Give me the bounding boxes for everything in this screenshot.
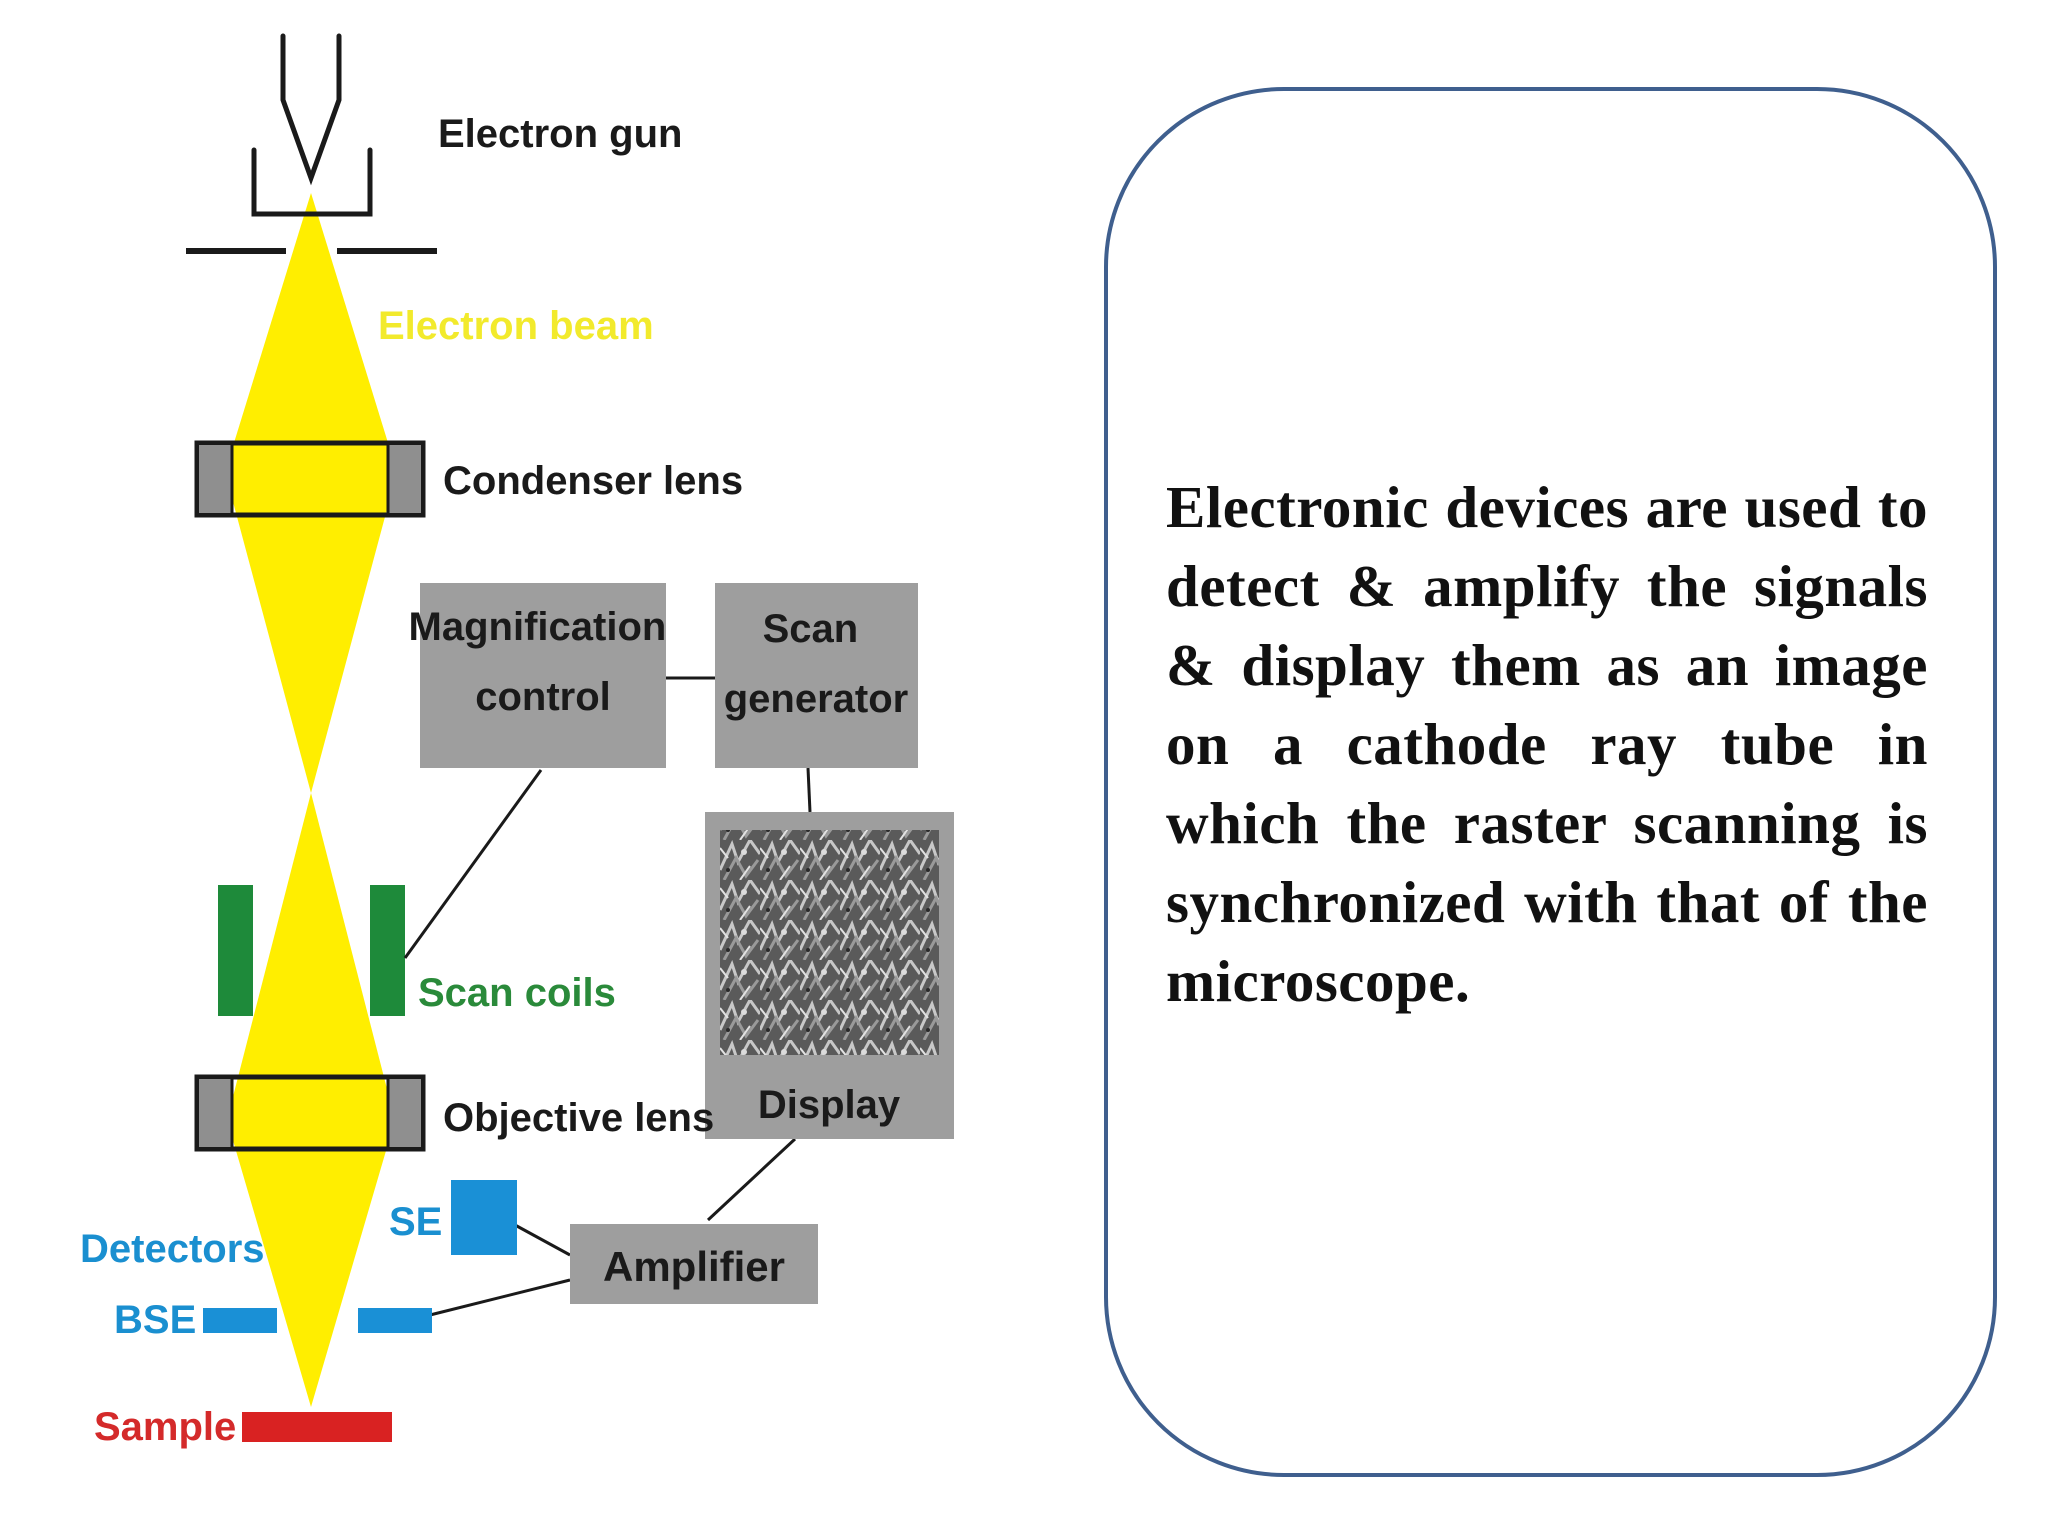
electron-gun-label: Electron gun xyxy=(438,112,682,156)
scan-generator-box xyxy=(715,583,918,768)
magnification-control-line-1: Magnification xyxy=(409,605,667,649)
bse-label: BSE xyxy=(114,1298,196,1342)
connector-lines xyxy=(403,676,812,1317)
scan-coil-left xyxy=(218,885,253,1016)
se-label: SE xyxy=(389,1200,442,1244)
se-detector xyxy=(451,1180,517,1255)
scan-coils-label: Scan coils xyxy=(418,971,616,1015)
scan-generator-label: Scan generator xyxy=(724,607,909,721)
electron-beam-lower xyxy=(227,793,395,1407)
magnification-control-label: Magnification control xyxy=(409,605,678,719)
scan-generator-line-1: Scan xyxy=(763,607,859,651)
condenser-lens xyxy=(194,440,426,518)
bse-detector-right xyxy=(358,1308,432,1333)
display-screen-image xyxy=(720,830,939,1055)
objective-lens-label: Objective lens xyxy=(443,1096,714,1140)
info-paragraph: Electronic devices are used to detect & … xyxy=(1166,474,1928,1014)
scan-generator-line-2: generator xyxy=(724,677,909,721)
amplifier-box xyxy=(570,1224,818,1304)
display-label: Display xyxy=(758,1083,901,1127)
magnification-control-line-2: control xyxy=(475,675,611,719)
info-frame xyxy=(1104,87,1997,1477)
amplifier-label: Amplifier xyxy=(603,1243,785,1290)
objective-lens xyxy=(194,1074,426,1152)
magnification-control-box xyxy=(420,583,666,768)
electron-gun xyxy=(251,33,373,217)
sample-stage xyxy=(242,1412,392,1442)
condenser-lens-label: Condenser lens xyxy=(443,459,743,503)
detectors-label: Detectors xyxy=(80,1227,265,1271)
sample-label: Sample xyxy=(94,1405,236,1449)
electron-beam-upper xyxy=(225,193,397,793)
scan-coil-right xyxy=(370,885,405,1016)
electron-beam-label: Electron beam xyxy=(378,304,654,348)
bse-detector-left xyxy=(203,1308,277,1333)
